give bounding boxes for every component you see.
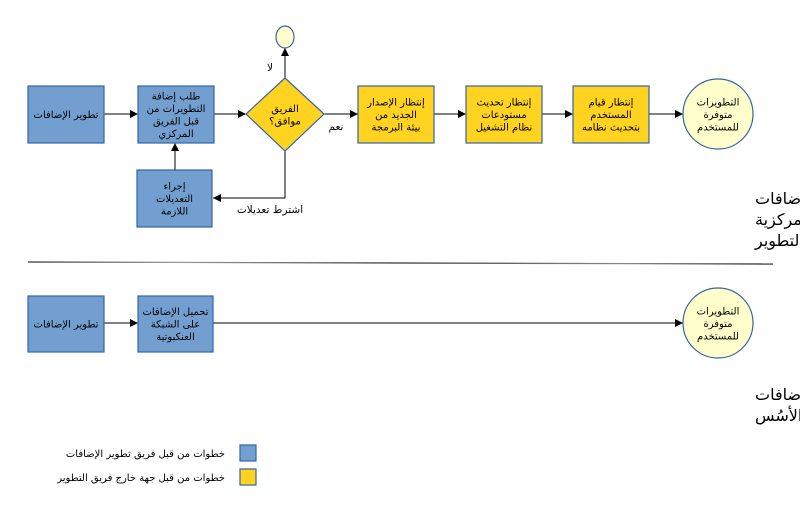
text-line: التطويرات (697, 98, 740, 109)
text-line: متوفرة (703, 319, 732, 330)
node-end-rejected (275, 25, 295, 49)
edge-label-conditional: اشترط تعديلات (237, 204, 303, 216)
text-line: نظام التشغيل (476, 123, 533, 134)
text-line: إنتظار تحديث (477, 98, 532, 109)
text-line: طلب إضافة (152, 91, 201, 102)
node-label: تطوير الإضافات (34, 320, 99, 331)
text-line: خارجية في لغة مركزية (755, 210, 800, 230)
legend-item-external: خطوات من قبل جهة خارج فريق التطوير (56, 468, 257, 486)
text-line: التطويرات من (147, 104, 206, 115)
node-develop-addons: تطوير الإضافات (27, 295, 105, 353)
legend-swatch-external (239, 468, 257, 486)
text-line: إنتظار الإصدار (366, 98, 425, 109)
text-line: بيئة البرمجة (372, 123, 421, 134)
text-line: المركزي (158, 129, 193, 140)
text-line: تطوير الإضافات (34, 110, 99, 121)
text-line: خارجية في لغة الأسُس (755, 405, 800, 426)
section-title: خطوات تطوير إضافاتخارجية في لغة مركزيةال… (754, 189, 800, 251)
text-line: تحميل الإضافات (142, 307, 208, 318)
text-line: مستودعات (481, 110, 526, 121)
text-line: بتحديث نظامه (582, 123, 640, 134)
text-line: المستخدم (590, 110, 631, 121)
node-develop-addons: تطوير الإضافات (27, 85, 105, 144)
edge-label-no: لا (267, 62, 273, 74)
text-line: إنتظار قيام (589, 98, 634, 109)
text-line: تطوير الإضافات (34, 320, 99, 331)
node-label: تطوير الإضافات (34, 110, 99, 121)
text-line: التعديلات (156, 194, 193, 205)
text-line: اللازمة (161, 207, 188, 218)
text-line: على الشبكة (151, 320, 200, 331)
text-line: خطوات تطوير إضافات (755, 385, 800, 405)
edge-decision-conditional (213, 151, 286, 202)
text-line: التطوير (754, 231, 800, 251)
section-title: خطوات تطوير إضافاتخارجية في لغة الأسُس (755, 385, 800, 426)
text-line: قبل الفريق (153, 116, 199, 127)
text-line: العنكبوتية (156, 332, 195, 343)
legend-item-team: خطوات من قبل فريق تطوير الإضافات (66, 444, 257, 462)
edge-label-yes: نعم (329, 121, 344, 133)
legend-label: خطوات من قبل فريق تطوير الإضافات (66, 449, 225, 460)
legend-label: خطوات من قبل جهة خارج فريق التطوير (56, 473, 225, 484)
legend: خطوات من قبل فريق تطوير الإضافات خطوات م… (56, 444, 257, 486)
text-line: موافق؟ (269, 116, 301, 127)
text-line: التطويرات (697, 307, 740, 318)
text-line: متوفرة (703, 110, 732, 121)
text-line: للمستخدم (697, 332, 739, 343)
text-line: خطوات تطوير إضافات (755, 189, 800, 209)
text-line: إجراء (164, 182, 186, 193)
text-line: الفريق (271, 104, 299, 115)
section-divider (27, 261, 774, 265)
text-line: للمستخدم (697, 123, 739, 134)
text-line: الجديد من (375, 110, 417, 121)
legend-swatch-team (239, 444, 257, 462)
